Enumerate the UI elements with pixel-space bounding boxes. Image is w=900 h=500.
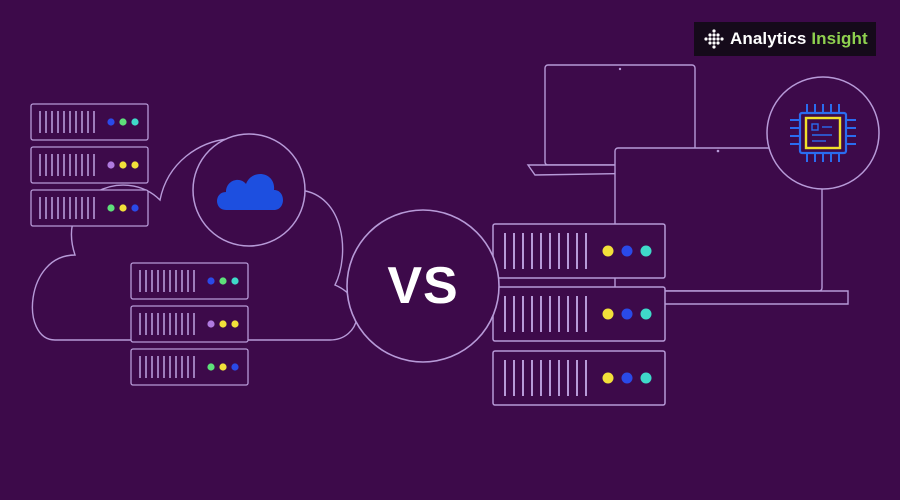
vs-label: VS [387,257,459,315]
dot-grid-logo-icon [704,29,724,49]
cloud-outline [31,137,358,341]
brand-name-part2: Insight [811,29,868,48]
server-rack-icon-stack-right [492,223,666,406]
cloud-icon [192,133,306,247]
brand-name: Analytics Insight [730,29,868,49]
server-rack-icon-stack-left-top [30,103,149,227]
brand-logo: Analytics Insight [694,22,876,56]
vs-circle [346,209,500,363]
server-rack-icon-stack-left-bottom [130,262,249,386]
cpu-chip-icon [766,76,880,190]
brand-name-part1: Analytics [730,29,807,48]
